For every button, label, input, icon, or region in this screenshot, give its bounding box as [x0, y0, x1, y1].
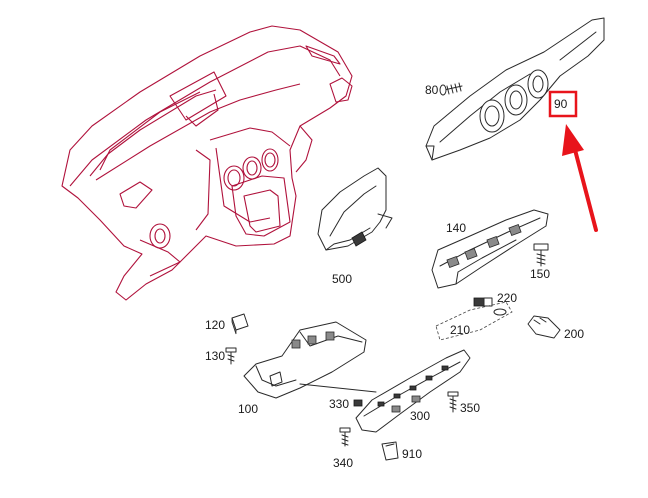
dashboard-assembly: [61, 25, 353, 301]
label-150: 150: [530, 267, 550, 281]
part-330-clip: [353, 399, 363, 407]
label-140: 140: [446, 221, 466, 235]
part-150-bolt: [533, 243, 549, 267]
label-120: 120: [205, 318, 225, 332]
label-100: 100: [238, 402, 258, 416]
leader-line: [299, 383, 377, 393]
label-80: 80: [425, 83, 439, 97]
label-200: 200: [564, 327, 584, 341]
label-340: 340: [333, 456, 353, 470]
part-120-module: [231, 313, 249, 335]
part-210-outline: [435, 301, 513, 341]
label-330: 330: [329, 397, 349, 411]
label-90: 90: [554, 97, 568, 111]
label-300: 300: [410, 409, 430, 423]
label-130: 130: [205, 349, 225, 363]
part-90-trim-panel: [425, 17, 605, 161]
label-350: 350: [460, 401, 480, 415]
label-500: 500: [332, 272, 352, 286]
part-80-screw: [439, 82, 463, 96]
part-340-screw: [339, 427, 351, 447]
part-910-plug: [381, 441, 399, 461]
highlight-box: [548, 90, 578, 118]
part-300-rail: [355, 349, 471, 433]
part-500-bracket: [317, 167, 393, 251]
part-210-lens: [493, 308, 507, 316]
part-200-housing: [527, 315, 561, 339]
red-arrow-icon: [562, 124, 598, 232]
part-100-bracket: [243, 321, 367, 399]
label-910: 910: [402, 447, 422, 461]
part-220-clip: [473, 297, 493, 307]
part-350-bolt: [447, 391, 459, 413]
label-220: 220: [497, 291, 517, 305]
part-130-screw: [225, 347, 237, 365]
label-210: 210: [450, 323, 470, 337]
part-140-console-bracket: [431, 209, 549, 289]
